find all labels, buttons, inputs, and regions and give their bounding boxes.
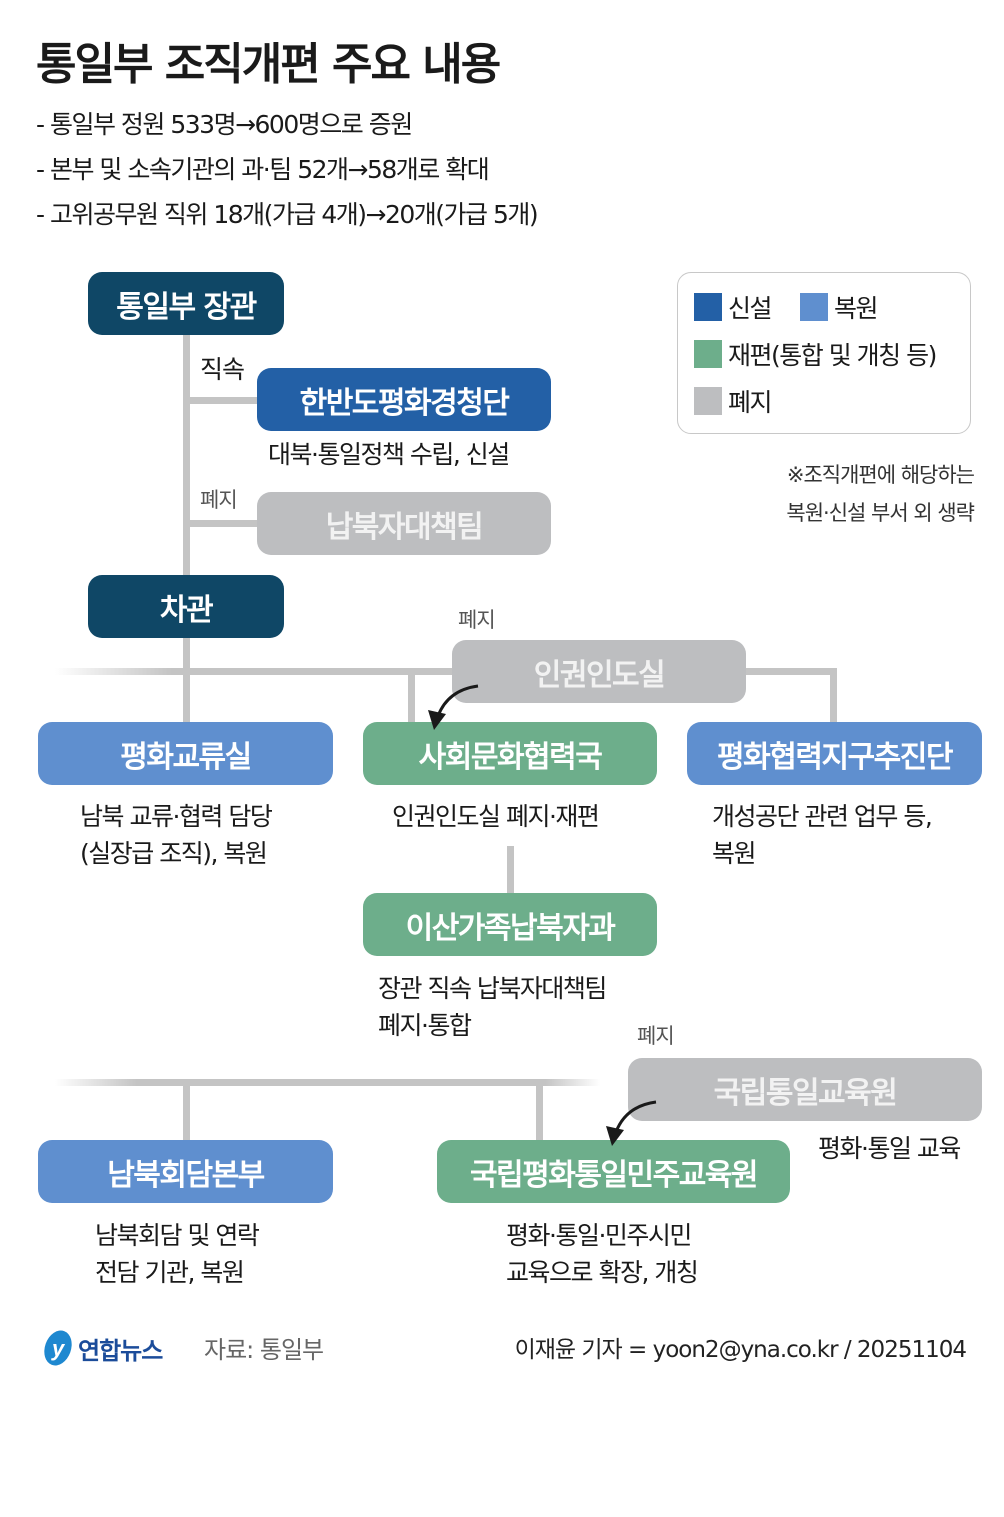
- arrowhead-icon: [606, 1126, 624, 1146]
- desc-line: 복원: [712, 839, 757, 868]
- connector-line: [183, 335, 190, 722]
- node-democracy-edu: 국립평화통일민주교육원: [437, 1140, 790, 1203]
- connector-line: [55, 1079, 600, 1086]
- node-vice-minister: 차관: [88, 575, 284, 638]
- desc-line: 폐지·통합: [378, 1011, 472, 1040]
- node-desc: 남북 교류·협력 담당 (실장급 조직), 복원: [80, 798, 273, 872]
- node-desc: 인권인도실 폐지·재편: [392, 802, 600, 831]
- footer-logo: y 연합뉴스: [40, 1328, 163, 1368]
- desc-line: 개성공단 관련 업무 등,: [712, 802, 933, 831]
- node-desc: 남북회담 및 연락 전담 기관, 복원: [95, 1217, 260, 1291]
- abolished-label: 폐지: [458, 608, 496, 632]
- desc-line: 교육으로 확장, 개칭: [506, 1258, 699, 1287]
- connector-line: [55, 668, 837, 675]
- legend-item-restored: 복원: [800, 289, 879, 325]
- page-title: 통일부 조직개편 주요 내용: [36, 39, 501, 90]
- swatch-icon: [694, 340, 722, 368]
- direct-label: 직속: [200, 355, 245, 384]
- footnote: ※조직개편에 해당하는 복원·신설 부서 외 생략: [786, 456, 975, 532]
- connector-line: [183, 1082, 190, 1140]
- connector-line: [186, 520, 258, 527]
- summary-bullet: - 고위공무원 직위 18개(가급 4개)→20개(가급 5개): [36, 200, 539, 229]
- legend-item-abolished: 폐지: [694, 383, 773, 419]
- connector-line: [536, 1082, 543, 1140]
- legend-label: 신설: [728, 294, 773, 323]
- node-human-rights: 인권인도실: [452, 640, 746, 703]
- abolished-label: 폐지: [200, 488, 238, 512]
- desc-line: 평화·통일·민주시민: [506, 1221, 692, 1250]
- connector-line: [186, 397, 258, 404]
- node-desc: 평화·통일·민주시민 교육으로 확장, 개칭: [506, 1217, 699, 1291]
- node-desc: 대북·통일정책 수립, 신설: [268, 440, 510, 469]
- desc-line: 장관 직속 납북자대책팀: [378, 974, 607, 1003]
- yonhap-logo-icon: y: [44, 1330, 72, 1366]
- legend-item-reorganized: 재편(통합 및 개칭 등): [694, 336, 937, 372]
- arrowhead-icon: [428, 710, 446, 730]
- connector-line: [507, 846, 514, 893]
- connector-line: [830, 668, 837, 722]
- legend-label: 복원: [834, 294, 879, 323]
- connector-line: [408, 668, 415, 722]
- desc-line: 남북회담 및 연락: [95, 1221, 260, 1250]
- node-peace-vision: 한반도평화경청단: [257, 368, 551, 431]
- desc-line: 전담 기관, 복원: [95, 1258, 245, 1287]
- curved-arrow-icon: [436, 684, 479, 717]
- node-minister: 통일부 장관: [88, 272, 284, 335]
- summary-bullet: - 본부 및 소속기관의 과·팀 52개→58개로 확대: [36, 155, 490, 184]
- legend-label: 재편(통합 및 개칭 등): [728, 341, 937, 370]
- node-desc: 평화·통일 교육: [818, 1134, 961, 1163]
- swatch-icon: [694, 293, 722, 321]
- summary-bullet: - 통일부 정원 533명→600명으로 증원: [36, 110, 413, 139]
- node-peace-exchange: 평화교류실: [38, 722, 333, 785]
- desc-line: (실장급 조직), 복원: [80, 839, 268, 868]
- note-line: 복원·신설 부서 외 생략: [786, 501, 975, 525]
- swatch-icon: [694, 387, 722, 415]
- abolished-label: 폐지: [637, 1024, 675, 1048]
- legend: 신설 복원 재편(통합 및 개칭 등) 폐지: [677, 272, 971, 434]
- source: 자료: 통일부: [204, 1336, 324, 1364]
- note-line: ※조직개편에 해당하는: [786, 463, 975, 487]
- node-peace-zone: 평화협력지구추진단: [687, 722, 982, 785]
- node-desc: 개성공단 관련 업무 등, 복원: [712, 798, 933, 872]
- legend-item-new: 신설: [694, 289, 773, 325]
- node-abductee-team: 납북자대책팀: [257, 492, 551, 555]
- node-separated-families: 이산가족납북자과: [363, 893, 657, 956]
- svg-text:y: y: [51, 1336, 66, 1361]
- legend-label: 폐지: [728, 388, 773, 417]
- node-desc: 장관 직속 납북자대책팀 폐지·통합: [378, 970, 607, 1044]
- node-talks-hq: 남북회담본부: [38, 1140, 333, 1203]
- credit: 이재윤 기자 = yoon2@yna.co.kr / 20251104: [514, 1337, 967, 1363]
- node-unification-edu: 국립통일교육원: [628, 1058, 982, 1121]
- node-social-culture: 사회문화협력국: [363, 722, 657, 785]
- logo-text: 연합뉴스: [78, 1336, 163, 1365]
- desc-line: 남북 교류·협력 담당: [80, 802, 273, 831]
- swatch-icon: [800, 293, 828, 321]
- curved-arrow-icon: [614, 1100, 657, 1133]
